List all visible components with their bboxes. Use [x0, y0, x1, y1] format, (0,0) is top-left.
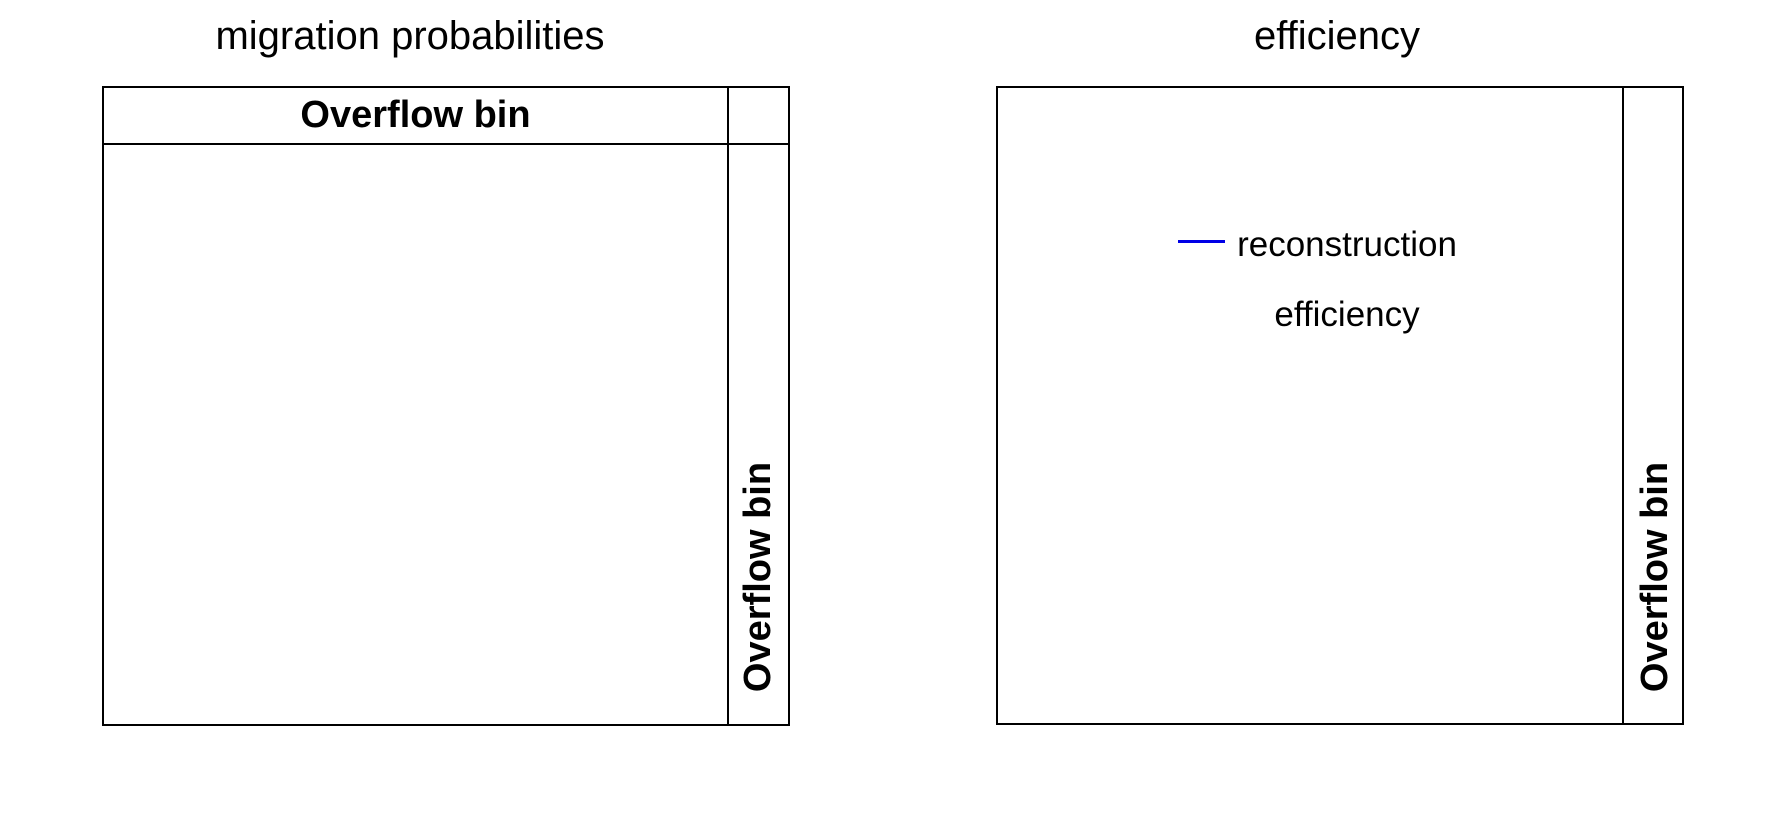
overflow-column-separator-line: [1622, 88, 1624, 723]
legend-label-line2: efficiency: [1274, 295, 1420, 334]
left-panel-title: migration probabilities: [215, 14, 605, 58]
legend-line-marker: [1178, 240, 1225, 243]
overflow-side-label: Overflow bin: [1634, 461, 1676, 693]
overflow-side-label: Overflow bin: [737, 461, 779, 693]
legend: reconstruction efficiency: [998, 88, 1682, 723]
overflow-header-divider-line: [104, 143, 788, 145]
legend-label: reconstruction efficiency: [1147, 210, 1547, 350]
right-plot-frame: reconstruction efficiency Overflow bin: [996, 86, 1684, 725]
overflow-column-separator-line: [727, 88, 729, 724]
left-plot-frame: Overflow bin Overflow bin: [102, 86, 790, 726]
overflow-header-label: Overflow bin: [300, 94, 531, 136]
right-panel-title: efficiency: [1253, 14, 1420, 58]
legend-label-line1: reconstruction: [1237, 225, 1457, 264]
